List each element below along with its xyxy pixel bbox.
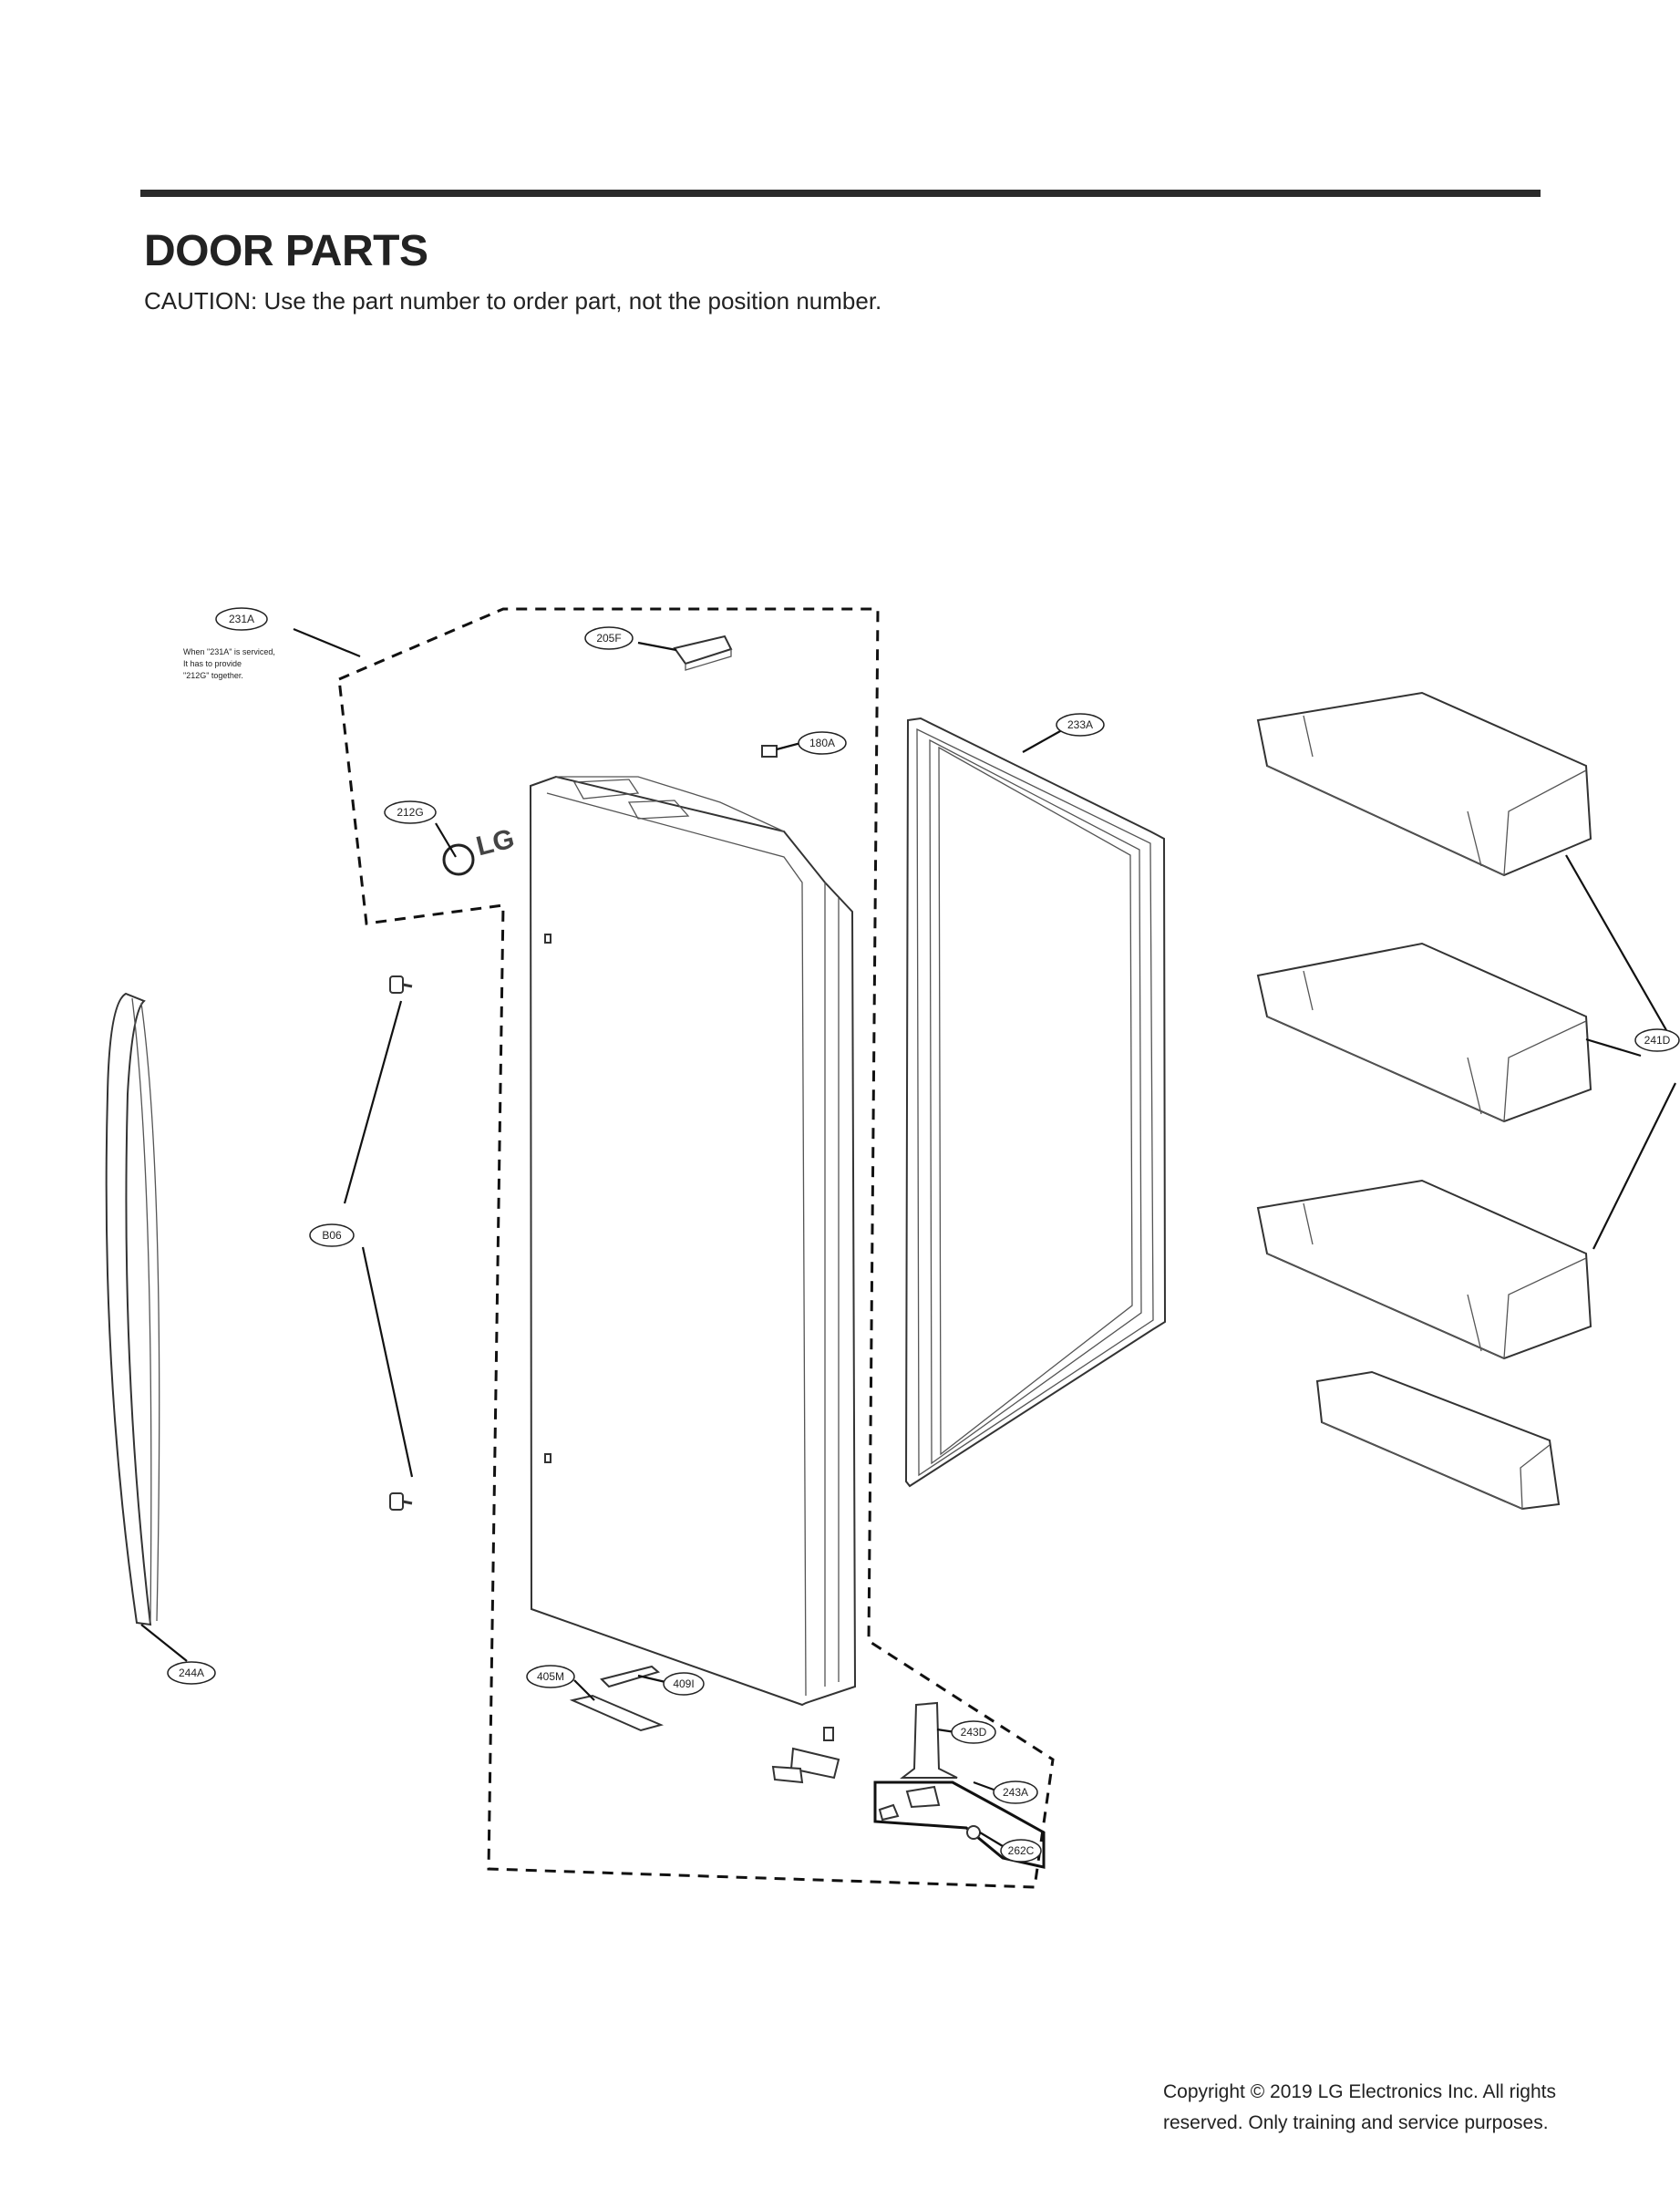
- plate-405M: [569, 1694, 665, 1732]
- callout-233A: 233A: [1056, 713, 1105, 737]
- callout-label: 409I: [673, 1677, 694, 1690]
- door-bin-2: [1256, 942, 1592, 1123]
- door-bin-small: [1315, 1370, 1561, 1511]
- callout-241D: 241D: [1634, 1028, 1680, 1052]
- lg-logo-emblem: LG: [442, 823, 518, 876]
- callout-label: 212G: [397, 806, 423, 819]
- callout-label: 244A: [179, 1667, 204, 1679]
- block-180A: [761, 745, 778, 758]
- callout-label: 405M: [537, 1670, 564, 1683]
- note-line-3: "212G" together.: [183, 671, 243, 680]
- callout-label: 243A: [1003, 1786, 1028, 1799]
- assembly-boundary: [337, 607, 1055, 1889]
- callout-243D: 243D: [951, 1720, 996, 1744]
- callout-244A: 244A: [167, 1661, 216, 1685]
- hinge-cap-409I: [600, 1665, 661, 1688]
- copyright-line-2: reserved. Only training and service purp…: [1163, 2112, 1549, 2133]
- note-line-1: When "231A" is serviced,: [183, 647, 275, 656]
- door-handle-244A: [105, 992, 160, 1626]
- callout-label: B06: [322, 1229, 342, 1242]
- callout-label: 231A: [229, 613, 254, 625]
- copyright-line-1: Copyright © 2019 LG Electronics Inc. All…: [1163, 2081, 1557, 2102]
- callout-409I: 409I: [663, 1672, 705, 1696]
- door-liner: [529, 775, 857, 1707]
- callout-label: 262C: [1008, 1844, 1035, 1857]
- callout-label: 205F: [596, 632, 621, 645]
- callout-label: 241D: [1644, 1034, 1671, 1047]
- hinge-bracket: [771, 1727, 840, 1784]
- callout-label: 233A: [1067, 718, 1093, 731]
- top-rule: [140, 190, 1541, 197]
- callout-262C: 262C: [1000, 1839, 1042, 1863]
- note-line-2: It has to provide: [183, 659, 242, 668]
- door-bin-3: [1256, 1179, 1592, 1360]
- callout-405M: 405M: [526, 1665, 575, 1688]
- hinge-assembly-243A: [873, 1780, 1046, 1869]
- note-231A: When "231A" is serviced, It has to provi…: [183, 647, 275, 680]
- callout-243A: 243A: [993, 1780, 1038, 1804]
- caution-note: CAUTION: Use the part number to order pa…: [144, 287, 882, 315]
- callout-180A: 180A: [798, 731, 847, 755]
- callout-label: 180A: [809, 737, 835, 749]
- lg-logo-text: LG: [473, 823, 517, 862]
- copyright-notice: Copyright © 2019 LG Electronics Inc. All…: [1163, 2077, 1655, 2139]
- door-gasket-233A: [904, 717, 1167, 1488]
- callout-label: 243D: [961, 1726, 987, 1739]
- screw-top: [389, 975, 413, 994]
- bracket-243D: [900, 1701, 958, 1779]
- callout-231A: 231A: [215, 607, 268, 631]
- callout-B06: B06: [309, 1223, 355, 1247]
- callout-205F: 205F: [584, 626, 634, 650]
- callout-212G: 212G: [384, 800, 437, 824]
- door-bin-1: [1256, 691, 1592, 877]
- cover-205F: [673, 635, 733, 671]
- page-title: DOOR PARTS: [144, 227, 428, 275]
- screw-bottom: [389, 1492, 413, 1511]
